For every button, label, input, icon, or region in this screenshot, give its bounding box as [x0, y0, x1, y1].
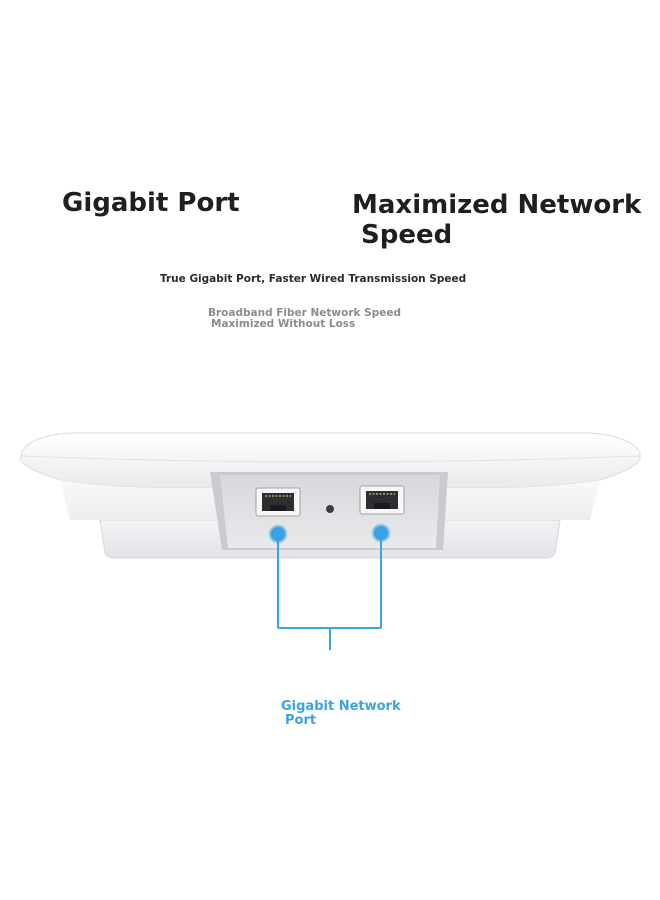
ethernet-port-icon — [255, 487, 301, 517]
callout-connector — [277, 540, 382, 650]
gigabit-port-title: Gigabit Port — [62, 188, 240, 218]
ethernet-port-icon — [359, 485, 405, 515]
access-point-device-image — [19, 432, 641, 650]
maximized-network-title: Maximized Network — [352, 190, 642, 220]
callout-label-line-2: Port — [285, 713, 317, 728]
callout-label-line-1: Gigabit Network — [281, 699, 401, 714]
subtitle: True Gigabit Port, Faster Wired Transmis… — [160, 273, 467, 285]
description-line-1: Broadband Fiber Network Speed — [208, 307, 401, 319]
speed-title: Speed — [361, 220, 453, 250]
reset-hole-icon — [326, 505, 334, 513]
description-line-2: Maximized Without Loss — [211, 318, 356, 330]
